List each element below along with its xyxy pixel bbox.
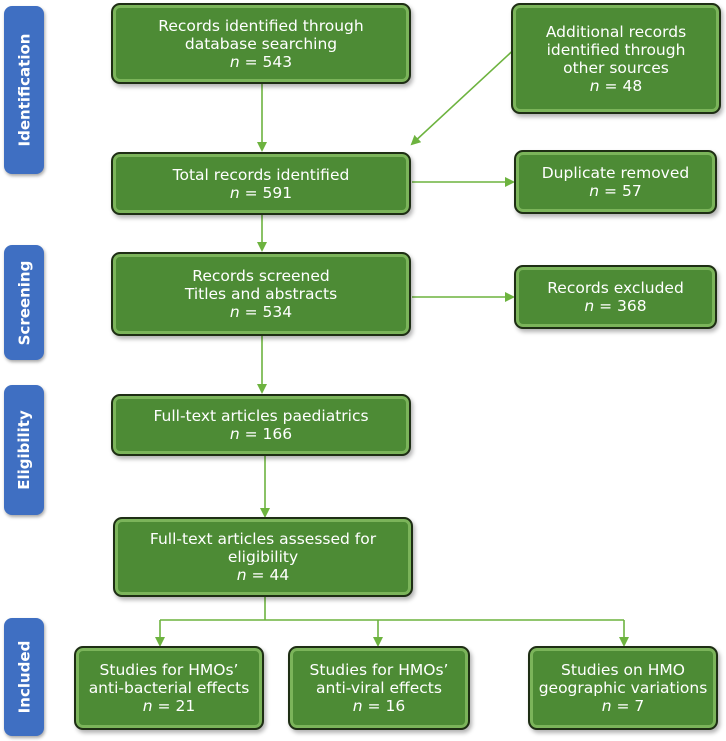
- fulltext-assessed-line1: Full-text articles assessed for: [149, 530, 377, 548]
- other-sources-line1: Additional records: [545, 22, 687, 41]
- arrow-other-to-total: [410, 43, 521, 146]
- geographic-count: n = 7: [601, 697, 645, 715]
- duplicates-removed-line1: Duplicate removed: [541, 164, 690, 182]
- box-other-sources: Additional records identified through ot…: [511, 3, 721, 114]
- box-duplicates-removed: Duplicate removed n = 57: [514, 150, 717, 214]
- box-geographic: Studies on HMO geographic variations n =…: [528, 646, 718, 730]
- fulltext-paediatrics-count: n = 166: [229, 425, 293, 443]
- stage-eligibility: Eligibility: [4, 385, 44, 515]
- stage-identification: Identification: [4, 6, 44, 174]
- box-antibacterial: Studies for HMOs’ anti-bacterial effects…: [74, 646, 264, 730]
- other-sources-line3: other sources: [563, 58, 669, 77]
- total-identified-line1: Total records identified: [172, 165, 350, 184]
- box-fulltext-assessed: Full-text articles assessed for eligibil…: [113, 517, 413, 597]
- database-search-count: n = 543: [229, 52, 293, 71]
- duplicates-removed-count: n = 57: [589, 182, 642, 200]
- other-sources-line2: identified through: [546, 40, 686, 59]
- records-screened-count: n = 534: [229, 303, 293, 321]
- box-records-excluded: Records excluded n = 368: [514, 265, 717, 329]
- database-search-line1: Records identified through: [158, 16, 364, 35]
- antiviral-line1: Studies for HMOs’: [309, 661, 449, 679]
- fulltext-assessed-count: n = 44: [236, 566, 290, 584]
- records-excluded-line1: Records excluded: [547, 279, 684, 297]
- box-total-identified: Total records identified n = 591: [111, 152, 411, 215]
- stage-screening: Screening: [4, 245, 44, 360]
- records-screened-line1: Records screened: [192, 267, 330, 285]
- box-records-screened: Records screened Titles and abstracts n …: [111, 252, 411, 336]
- total-identified-count: n = 591: [229, 183, 293, 202]
- geographic-line1: Studies on HMO: [561, 661, 685, 679]
- records-excluded-count: n = 368: [584, 297, 647, 315]
- records-screened-line2: Titles and abstracts: [184, 285, 338, 303]
- box-database-search: Records identified through database sear…: [111, 3, 411, 84]
- antibacterial-count: n = 21: [142, 697, 196, 715]
- other-sources-count: n = 48: [589, 76, 643, 95]
- antiviral-line2: anti-viral effects: [316, 679, 442, 697]
- box-fulltext-paediatrics: Full-text articles paediatrics n = 166: [111, 394, 411, 456]
- box-antiviral: Studies for HMOs’ anti-viral effects n =…: [288, 646, 470, 730]
- fulltext-paediatrics-line1: Full-text articles paediatrics: [153, 407, 369, 425]
- database-search-line2: database searching: [184, 34, 338, 53]
- antibacterial-line2: anti-bacterial effects: [88, 679, 250, 697]
- geographic-line2: geographic variations: [538, 679, 708, 697]
- fulltext-assessed-line2: eligibility: [227, 548, 299, 566]
- antiviral-count: n = 16: [352, 697, 406, 715]
- antibacterial-line1: Studies for HMOs’: [99, 661, 239, 679]
- stage-included: Included: [4, 618, 44, 736]
